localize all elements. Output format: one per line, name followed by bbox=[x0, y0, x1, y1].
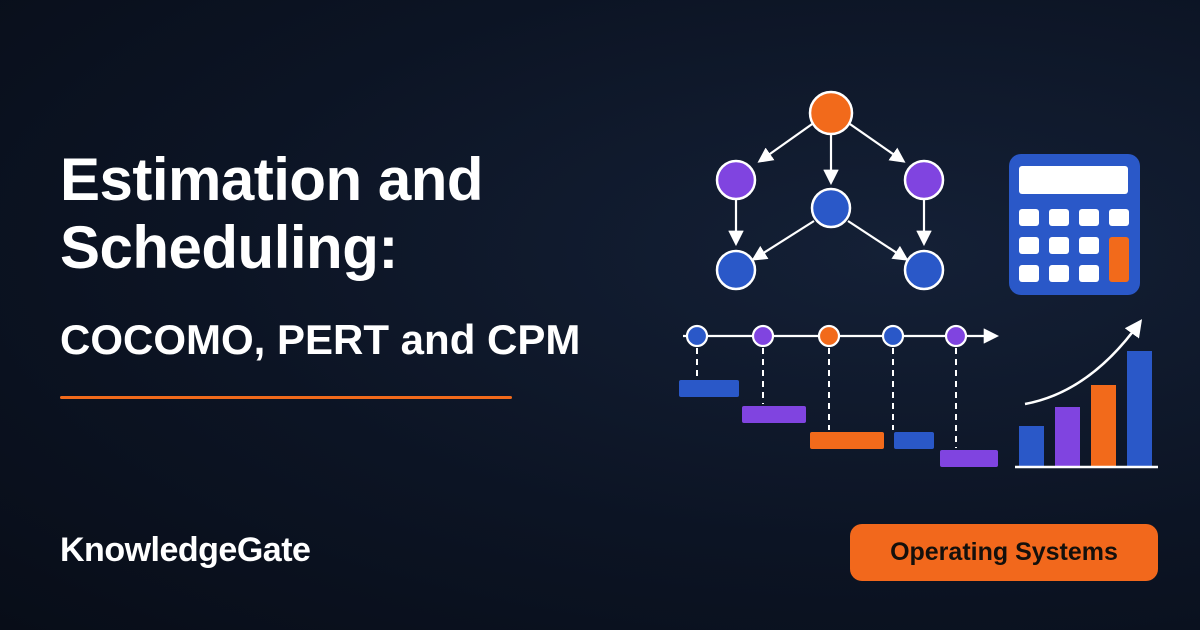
category-badge-label: Operating Systems bbox=[890, 538, 1118, 566]
brand-logo: KnowledgeGate bbox=[60, 531, 311, 569]
network-graph-icon bbox=[715, 90, 945, 291]
calculator-icon bbox=[1009, 154, 1140, 295]
page-title: Estimation and Scheduling: bbox=[60, 146, 484, 282]
page-subtitle: COCOMO, PERT and CPM bbox=[60, 316, 581, 363]
title-line-1: Estimation and bbox=[60, 146, 484, 213]
title-line-2: Scheduling: bbox=[60, 214, 398, 281]
timeline-gantt-icon bbox=[679, 324, 1000, 467]
category-badge[interactable]: Operating Systems bbox=[850, 524, 1158, 581]
growth-bar-chart-icon bbox=[1015, 319, 1158, 469]
title-divider bbox=[60, 396, 512, 399]
